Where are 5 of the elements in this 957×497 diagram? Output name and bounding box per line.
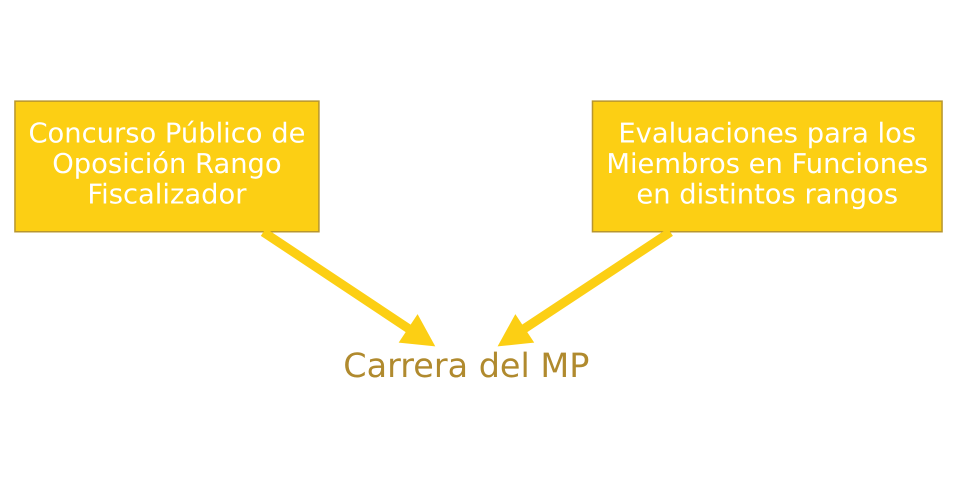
node-box: Concurso Público de Oposición Rango Fiscalizador xyxy=(14,100,320,233)
arrow xyxy=(260,228,436,346)
arrow xyxy=(498,228,673,346)
node-box: Evaluaciones para los Miembros en Funciones en distintos rangos xyxy=(592,100,943,233)
node-text: Carrera del MP xyxy=(343,346,590,386)
